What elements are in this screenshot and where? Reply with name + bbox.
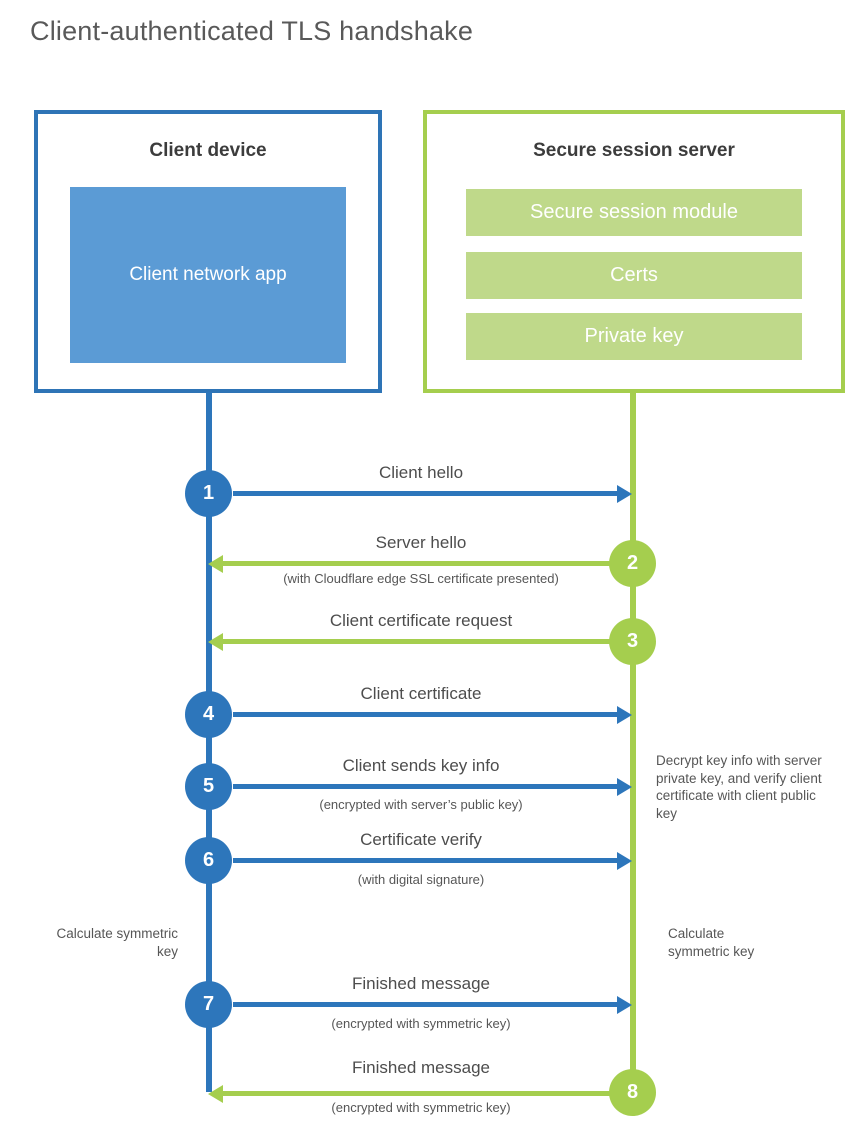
step-7-sublabel: (encrypted with symmetric key)	[331, 1016, 511, 1031]
calculate-symmetric-key-note-server: Calculate symmetric key	[668, 926, 755, 959]
server-certs-bar: Certs	[466, 252, 802, 299]
step-8-arrowhead-left-icon	[208, 1085, 223, 1103]
step-6-arrowhead-right-icon	[617, 852, 632, 870]
step-2-arrowhead-left-icon	[208, 555, 223, 573]
decrypt-key-info-note: Decrypt key info with server private key…	[656, 753, 822, 821]
page-title: Client-authenticated TLS handshake	[30, 16, 474, 46]
step-6-marker: 6	[185, 837, 232, 884]
client-lifeline	[206, 392, 212, 1092]
step-3-label: Client certificate request	[329, 611, 513, 630]
step-1-arrow-line	[233, 491, 618, 496]
step-5-marker: 5	[185, 763, 232, 810]
server-lifeline	[630, 392, 636, 1093]
step-8-marker: 8	[609, 1069, 656, 1116]
step-1-label: Client hello	[378, 463, 464, 482]
client-device-title: Client device	[149, 140, 267, 161]
step-2-sublabel: (with Cloudflare edge SSL certificate pr…	[283, 571, 559, 586]
step-4-arrowhead-right-icon	[617, 706, 632, 724]
step-5-label: Client sends key info	[342, 756, 500, 775]
step-3-arrow-line	[223, 639, 612, 644]
step-3-arrowhead-left-icon	[208, 633, 223, 651]
step-6-label: Certificate verify	[360, 830, 482, 849]
step-8-arrow-line	[223, 1091, 612, 1096]
step-6-sublabel: (with digital signature)	[357, 872, 485, 887]
step-6-arrow-line	[233, 858, 618, 863]
server-module-bar: Secure session module	[466, 189, 802, 236]
secure-session-server-title: Secure session server	[533, 140, 735, 161]
step-2-label: Server hello	[375, 533, 467, 552]
step-8-label: Finished message	[352, 1058, 490, 1077]
client-network-app-box: Client network app	[70, 187, 346, 363]
step-1-arrowhead-right-icon	[617, 485, 632, 503]
step-4-marker: 4	[185, 691, 232, 738]
step-1-marker: 1	[185, 470, 232, 517]
step-4-label: Client certificate	[360, 684, 482, 703]
step-5-sublabel: (encrypted with server’s public key)	[319, 797, 523, 812]
step-7-arrow-line	[233, 1002, 618, 1007]
step-5-arrowhead-right-icon	[617, 778, 632, 796]
step-3-marker: 3	[609, 618, 656, 665]
server-private-key-bar: Private key	[466, 313, 802, 360]
step-8-sublabel: (encrypted with symmetric key)	[331, 1100, 511, 1115]
step-7-marker: 7	[185, 981, 232, 1028]
step-7-label: Finished message	[352, 974, 490, 993]
step-2-arrow-line	[223, 561, 612, 566]
client-device-box: Client device Client network app	[34, 110, 382, 393]
step-2-marker: 2	[609, 540, 656, 587]
step-4-arrow-line	[233, 712, 618, 717]
step-5-arrow-line	[233, 784, 618, 789]
step-7-arrowhead-right-icon	[617, 996, 632, 1014]
calculate-symmetric-key-note-client: Calculate symmetric key	[56, 926, 178, 959]
secure-session-server-box: Secure session server Secure session mod…	[423, 110, 845, 393]
